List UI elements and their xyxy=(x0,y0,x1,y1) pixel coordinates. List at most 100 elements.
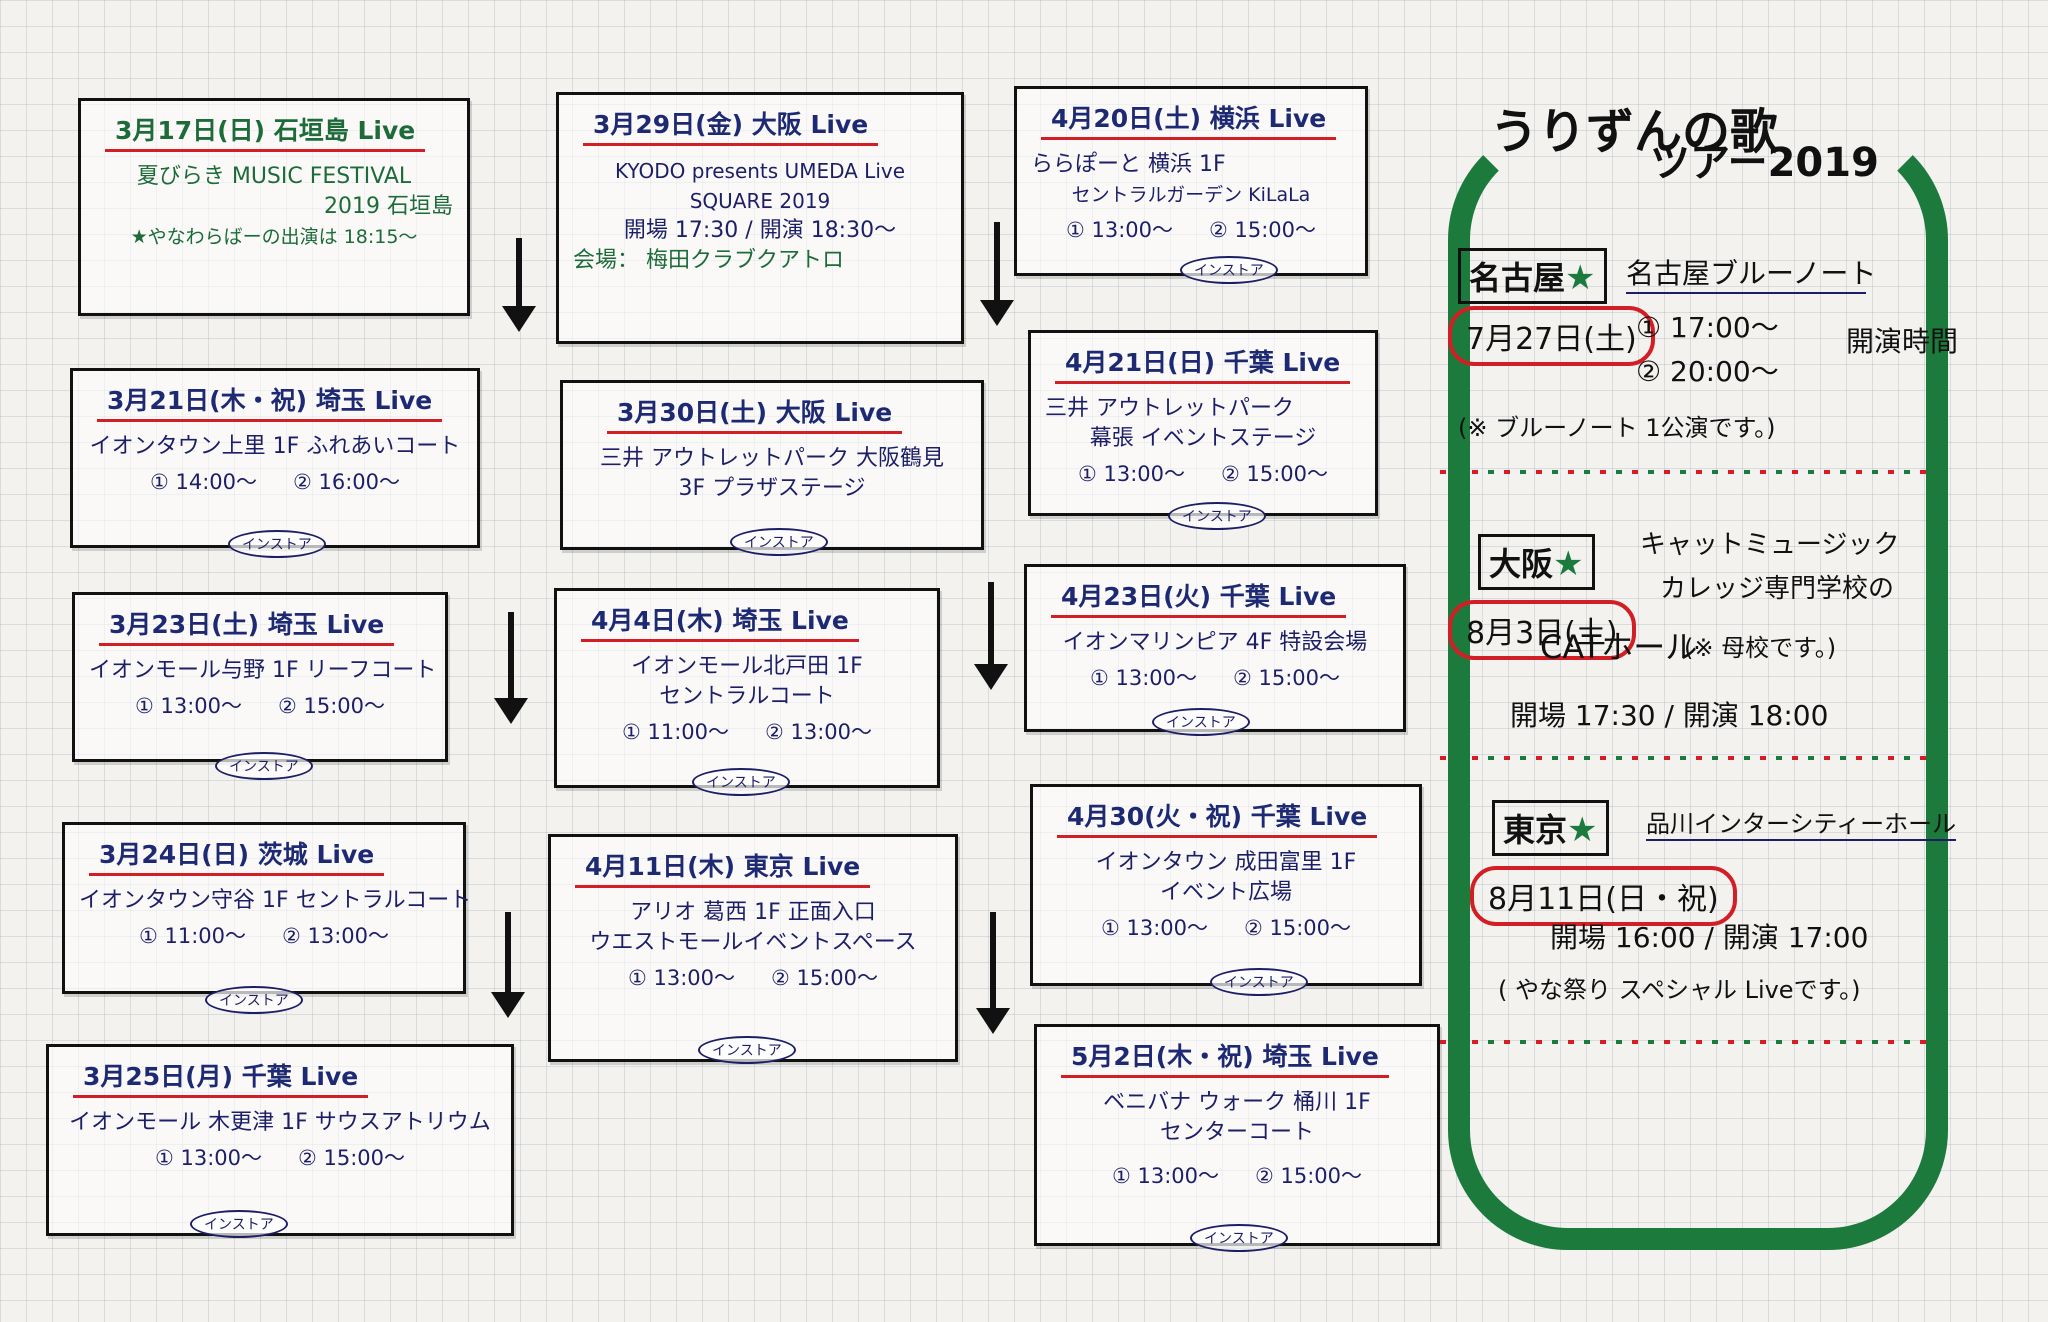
card-title: 3月17日(日) 石垣島 Live xyxy=(105,111,426,152)
card-times: ① 14:00〜 ② 16:00〜 xyxy=(87,468,463,496)
tokyo-time: 開場 16:00 / 開演 17:00 xyxy=(1550,921,1869,954)
card-line: ★やなわらばーの出演は 18:15〜 xyxy=(130,226,418,248)
schedule-card: 3月17日(日) 石垣島 Live 夏びらき MUSIC FESTIVAL 20… xyxy=(78,98,470,316)
card-line: ベニバナ ウォーク 桶川 1F xyxy=(1103,1090,1371,1115)
card-line: セントラルコート xyxy=(659,684,835,709)
time-slot: ① 13:00〜 xyxy=(1100,916,1208,940)
schedule-card: 4月20日(土) 横浜 Live ららぽーと 横浜 1F セントラルガーデン K… xyxy=(1014,86,1368,276)
card-title: 4月4日(木) 埼玉 Live xyxy=(581,601,859,642)
card-line: 三井 アウトレットパーク xyxy=(1045,396,1294,421)
card-times: ① 13:00〜② 15:00〜 xyxy=(1045,460,1361,488)
time-slot: ② 15:00〜 xyxy=(771,966,879,990)
card-line: ウエストモールイベントスペース xyxy=(589,930,917,955)
card-line: 3F プラザステージ xyxy=(678,476,866,501)
city-tokyo: 東京★ xyxy=(1492,800,1609,856)
tour-panel xyxy=(1448,120,1948,1250)
divider xyxy=(1440,470,1950,474)
schedule-card: 3月30日(土) 大阪 Live 三井 アウトレットパーク 大阪鶴見 3F プラ… xyxy=(560,380,984,550)
card-times: ① 11:00〜 ② 13:00〜 xyxy=(571,718,923,746)
schedule-card: 5月2日(木・祝) 埼玉 Live ベニバナ ウォーク 桶川 1F センターコー… xyxy=(1034,1024,1440,1246)
instore-badge: インストア xyxy=(1180,256,1278,284)
city-label: 東京 xyxy=(1503,811,1568,849)
card-times: ① 13:00〜 ② 15:00〜 xyxy=(63,1144,497,1172)
star-icon: ★ xyxy=(1567,810,1598,850)
osaka-venue1: キャットミュージック xyxy=(1640,530,1900,560)
card-line: 2019 石垣島 xyxy=(324,194,453,219)
card-title: 4月20日(土) 横浜 Live xyxy=(1041,99,1337,140)
instore-badge: インストア xyxy=(205,986,303,1014)
card-line: イオンモール北戸田 1F xyxy=(631,654,863,679)
time-slot: ① 13:00〜 xyxy=(1111,1164,1219,1188)
time-slot: ① 13:00〜 xyxy=(1065,218,1173,242)
time-slot: ① 11:00〜 xyxy=(138,924,246,948)
time-slot: ① 11:00〜 xyxy=(621,720,729,744)
card-title: 3月29日(金) 大阪 Live xyxy=(583,105,879,146)
card-times: ① 11:00〜 ② 13:00〜 xyxy=(79,922,449,950)
time-slot: ② 15:00〜 xyxy=(1233,666,1341,690)
card-line: センターコート xyxy=(1159,1120,1314,1145)
card-line: イオンモール与野 1F リーフコート xyxy=(89,658,437,683)
card-title: 3月23日(土) 埼玉 Live xyxy=(99,605,395,646)
time-slot: ① 13:00〜 xyxy=(154,1146,262,1170)
schedule-card: 4月11日(木) 東京 Live アリオ 葛西 1F 正面入口 ウエストモールイ… xyxy=(548,834,958,1062)
down-arrow-icon xyxy=(494,612,528,724)
card-line: イオンタウン上里 1F ふれあいコート xyxy=(89,434,461,459)
time-slot: ② 15:00〜 xyxy=(298,1146,406,1170)
card-times: ① 13:00〜② 15:00〜 xyxy=(89,692,431,720)
divider xyxy=(1440,1040,1950,1044)
city-nagoya: 名古屋★ xyxy=(1458,248,1607,304)
instore-badge: インストア xyxy=(698,1036,796,1064)
card-title: 3月24日(日) 茨城 Live xyxy=(89,835,385,876)
schedule-card: 3月24日(日) 茨城 Live イオンタウン守谷 1F セントラルコート ① … xyxy=(62,822,471,994)
card-line: イオンマリンピア 4F 特設会場 xyxy=(1062,630,1368,655)
time-slot: ② 13:00〜 xyxy=(282,924,390,948)
time-slot: ② 16:00〜 xyxy=(293,470,401,494)
card-title: 4月23日(火) 千葉 Live xyxy=(1051,577,1347,618)
down-arrow-icon xyxy=(491,912,525,1018)
schedule-card: 3月29日(金) 大阪 Live KYODO presents UMEDA Li… xyxy=(556,92,964,344)
city-osaka: 大阪★ xyxy=(1478,534,1595,590)
card-title: 4月11日(木) 東京 Live xyxy=(575,847,871,888)
instore-badge: インストア xyxy=(1168,502,1266,530)
down-arrow-icon xyxy=(976,912,1010,1034)
card-times: ① 13:00〜 ② 15:00〜 xyxy=(1047,914,1405,942)
card-line: 幕張 イベントステージ xyxy=(1089,426,1317,451)
card-title: 3月21日(木・祝) 埼玉 Live xyxy=(97,381,443,422)
time-slot: ② 15:00〜 xyxy=(1221,462,1329,486)
schedule-card: 3月21日(木・祝) 埼玉 Live イオンタウン上里 1F ふれあいコート ①… xyxy=(70,368,480,548)
osaka-date: 8月3日(土) xyxy=(1448,600,1636,660)
time-slot: ① 14:00〜 xyxy=(149,470,257,494)
card-title: 4月21日(日) 千葉 Live xyxy=(1055,343,1351,384)
osaka-hall-note: (※ 母校です。) xyxy=(1684,634,1837,662)
city-label: 名古屋 xyxy=(1469,259,1566,297)
tokyo-venue: 品川インターシティーホール xyxy=(1646,804,1957,841)
schedule-card: 4月21日(日) 千葉 Live 三井 アウトレットパーク 幕張 イベントステー… xyxy=(1028,330,1378,516)
schedule-card: 3月23日(土) 埼玉 Live イオンモール与野 1F リーフコート ① 13… xyxy=(72,592,448,762)
card-line: 三井 アウトレットパーク 大阪鶴見 xyxy=(600,446,944,471)
down-arrow-icon xyxy=(974,582,1008,690)
card-line: 夏びらき MUSIC FESTIVAL xyxy=(136,164,412,189)
nagoya-note: (※ ブルーノート 1公演です。) xyxy=(1458,414,1776,442)
schedule-card: 4月23日(火) 千葉 Live イオンマリンピア 4F 特設会場 ① 13:0… xyxy=(1024,564,1406,732)
card-times: ① 13:00〜② 15:00〜 xyxy=(565,964,941,992)
time-slot: ① 13:00〜 xyxy=(134,694,242,718)
time-slot: ② 13:00〜 xyxy=(765,720,873,744)
instore-badge: インストア xyxy=(228,530,326,558)
time-slot: ② 15:00〜 xyxy=(1244,916,1352,940)
card-line: 会場： 梅田クラブクアトロ xyxy=(573,248,844,273)
card-line: イベント広場 xyxy=(1159,880,1292,905)
schedule-card: 4月30(火・祝) 千葉 Live イオンタウン 成田富里 1F イベント広場 … xyxy=(1030,784,1422,986)
time-slot: ② 15:00〜 xyxy=(1209,218,1317,242)
schedule-card: 4月4日(木) 埼玉 Live イオンモール北戸田 1F セントラルコート ① … xyxy=(554,588,940,788)
city-label: 大阪 xyxy=(1489,545,1554,583)
nagoya-venue: 名古屋ブルーノート xyxy=(1626,252,1876,294)
card-line: セントラルガーデン KiLaLa xyxy=(1071,184,1311,206)
card-title: 4月30(火・祝) 千葉 Live xyxy=(1057,797,1378,838)
card-line: ららぽーと 横浜 1F xyxy=(1031,152,1226,177)
card-line: イオンモール 木更津 1F サウスアトリウム xyxy=(69,1110,491,1135)
nagoya-date: 7月27日(土) xyxy=(1448,306,1655,366)
instore-badge: インストア xyxy=(692,768,790,796)
nagoya-time1: ① 17:00〜 xyxy=(1636,311,1779,344)
card-title: 3月25日(月) 千葉 Live xyxy=(73,1057,369,1098)
instore-badge: インストア xyxy=(730,528,828,556)
